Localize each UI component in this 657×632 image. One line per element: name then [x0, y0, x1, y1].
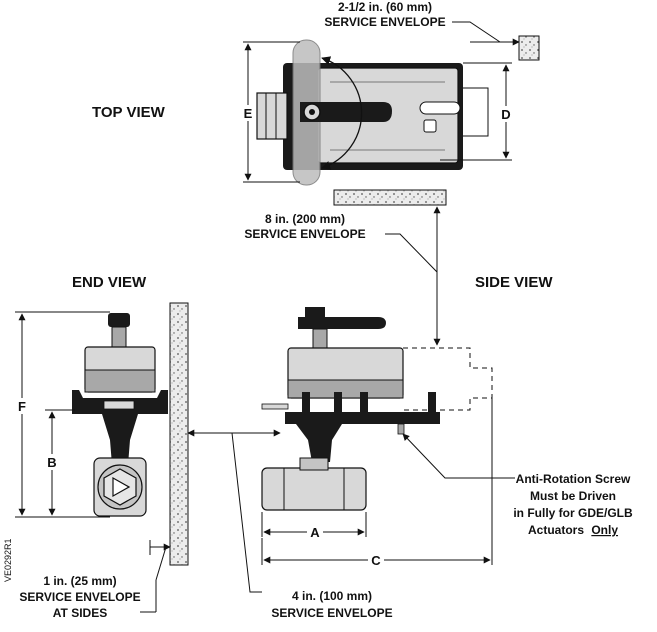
note-line-1: Anti-Rotation Screw — [516, 472, 631, 486]
bottom-envelope-size: 4 in. (100 mm) — [292, 589, 372, 603]
end-view-title: END VIEW — [72, 274, 147, 291]
sides-envelope-size: 1 in. (25 mm) — [43, 574, 116, 588]
drawing-code: VE0292R1 — [3, 538, 13, 582]
dim-e-label: E — [244, 106, 253, 121]
side-view-title: SIDE VIEW — [475, 274, 553, 291]
note-line-2: Must be Driven — [530, 489, 616, 503]
end-view: END VIEW F B VE0292R1 — [3, 274, 189, 582]
note-leader — [402, 433, 515, 479]
note-line-4: Actuators Only — [528, 523, 618, 537]
bottom-envelope-text: SERVICE ENVELOPE — [271, 606, 392, 620]
side-bracket — [285, 412, 440, 424]
sides-envelope-suffix: AT SIDES — [53, 606, 107, 620]
top-envelope-size: 2-1/2 in. (60 mm) — [338, 0, 432, 14]
side-envelope-callout: 8 in. (200 mm) SERVICE ENVELOPE — [244, 206, 441, 346]
top-bottom-wall — [333, 189, 447, 206]
dim-d-label: D — [501, 107, 510, 122]
dim-b-label: B — [47, 455, 56, 470]
anti-rotation-note: Anti-Rotation Screw Must be Driven in Fu… — [513, 472, 633, 537]
anti-rotation-screw — [397, 423, 405, 435]
top-pipe-stub — [256, 92, 288, 140]
side-handle — [298, 317, 386, 329]
top-envelope-leader — [452, 21, 501, 43]
dim-a-label: A — [310, 525, 320, 540]
end-stem — [102, 414, 138, 465]
side-valve-body — [261, 467, 367, 511]
top-rotation-arc — [321, 56, 363, 170]
end-knob — [108, 313, 130, 327]
top-envelope-text: SERVICE ENVELOPE — [324, 15, 445, 29]
side-envelope-size: 8 in. (200 mm) — [265, 212, 345, 226]
side-view: SIDE VIEW A C — [261, 274, 553, 568]
side-dashed-envelope — [403, 347, 493, 411]
bottom-envelope-callout: 4 in. (100 mm) SERVICE ENVELOPE — [187, 429, 393, 620]
top-view-title: TOP VIEW — [92, 104, 166, 121]
note-line-3: in Fully for GDE/GLB — [513, 506, 633, 520]
sides-envelope-callout: 1 in. (25 mm) SERVICE ENVELOPE AT SIDES — [19, 574, 157, 620]
top-envelope-wall — [518, 35, 540, 61]
top-slot — [419, 101, 461, 115]
side-envelope-text: SERVICE ENVELOPE — [244, 227, 365, 241]
sides-envelope-text: SERVICE ENVELOPE — [19, 590, 140, 604]
side-stem — [296, 424, 342, 462]
note-line-4-emphasis: Only — [591, 523, 618, 537]
dim-f-label: F — [18, 399, 26, 414]
dim-c-label: C — [371, 553, 381, 568]
end-side-wall — [169, 302, 189, 566]
top-view: TOP VIEW 2-1/2 in. (60 mm) SERVICE ENVEL… — [92, 0, 540, 206]
note-line-4-prefix: Actuators — [528, 523, 584, 537]
